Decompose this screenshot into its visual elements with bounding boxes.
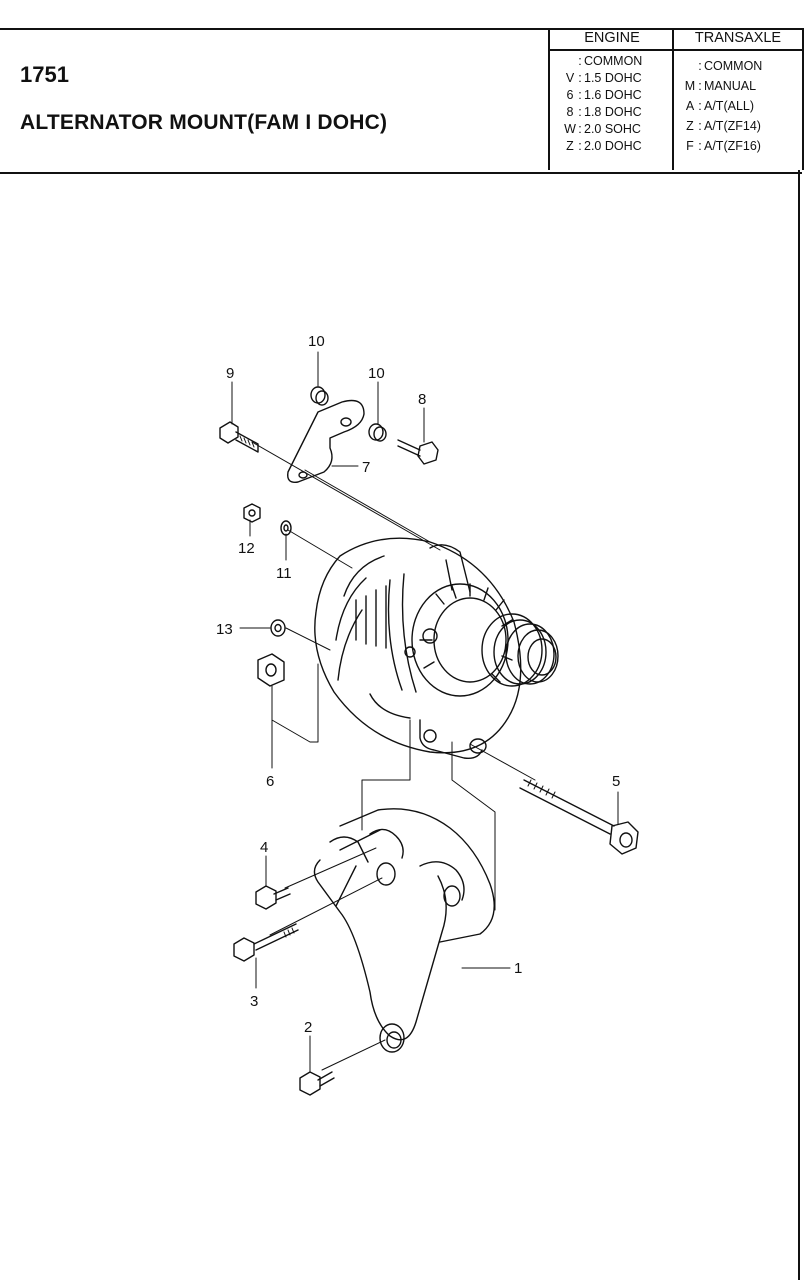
callout-3: 3 [250, 993, 258, 1010]
washer-11-icon [280, 520, 292, 536]
engine-row: 6:1.6 DOHC [566, 88, 642, 102]
collar-10-icon [310, 386, 329, 406]
engine-row: 8:1.8 DOHC [566, 105, 642, 119]
callout-5: 5 [612, 773, 620, 790]
engine-table-header: ENGINE [550, 28, 674, 51]
bolt-4-icon [255, 885, 291, 910]
part-group-number: 1751 [20, 62, 69, 87]
assembly-lines [251, 441, 536, 1071]
transaxle-row: M:MANUAL [684, 79, 757, 93]
engine-row: W:2.0 SOHC [564, 122, 641, 136]
callout-7: 7 [362, 459, 370, 476]
header-frame [0, 28, 802, 174]
bolt-5-icon [519, 779, 639, 855]
callout-10: 10 [308, 333, 325, 350]
callout-1: 1 [514, 960, 522, 977]
bolt-2-icon [299, 1071, 335, 1096]
washer-13-icon [270, 619, 286, 637]
transaxle-table: TRANSAXLE :COMMON M:MANUAL A:A/T(ALL) Z:… [672, 28, 804, 170]
transaxle-row: :COMMON [698, 59, 763, 73]
callout-12: 12 [238, 540, 255, 557]
callout-10: 10 [368, 365, 385, 382]
engine-row: V:1.5 DOHC [565, 71, 642, 85]
callout-2: 2 [304, 1019, 312, 1036]
transaxle-row: A:A/T(ALL) [685, 99, 755, 113]
transaxle-row: F:A/T(ZF16) [686, 139, 761, 153]
bolt-3-icon [233, 923, 299, 962]
bolt-9-icon [219, 421, 259, 453]
nut-12-icon [243, 503, 261, 523]
callout-leaders [231, 351, 619, 1073]
nut-6-icon [257, 653, 285, 687]
page-right-border [798, 170, 800, 1280]
transaxle-table-header: TRANSAXLE [674, 28, 802, 51]
transaxle-row: Z:A/T(ZF14) [686, 119, 761, 133]
callout-9: 9 [226, 365, 234, 382]
callout-4: 4 [260, 839, 268, 856]
engine-row: :COMMON [578, 54, 643, 68]
collar-10-icon [368, 423, 387, 442]
bracket-7-icon [287, 399, 365, 483]
exploded-parts-diagram: 9 10 10 8 7 12 11 13 6 5 4 3 2 1 [216, 333, 639, 1096]
bolt-8-icon [397, 439, 439, 465]
callout-6: 6 [266, 773, 274, 790]
engine-table: ENGINE :COMMON V:1.5 DOHC 6:1.6 DOHC 8:1… [548, 28, 674, 170]
callout-13: 13 [216, 621, 233, 638]
callout-8: 8 [418, 391, 426, 408]
page-title: ALTERNATOR MOUNT(FAM I DOHC) [20, 111, 388, 134]
mount-bracket-1-icon [313, 808, 495, 1053]
callout-11: 11 [276, 565, 292, 582]
engine-row: Z:2.0 DOHC [566, 139, 642, 153]
alternator-icon [314, 537, 559, 760]
